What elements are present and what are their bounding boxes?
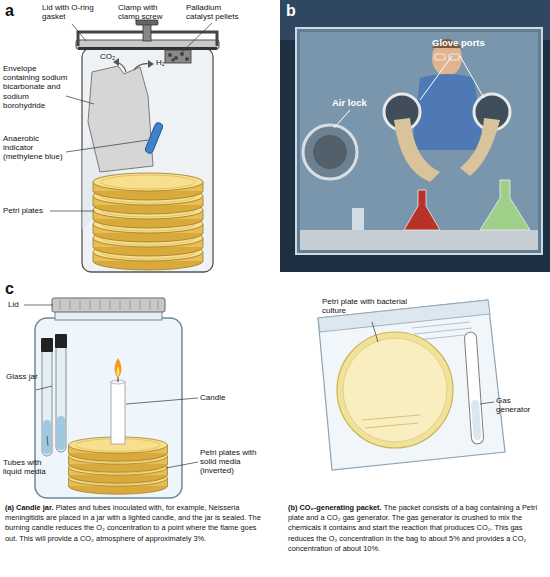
part-label: Lid with O-ring gasket	[42, 3, 100, 21]
part-label: Air lock	[332, 98, 392, 109]
part-label: Gas generator	[496, 396, 546, 414]
part-label: Glass jar	[6, 372, 52, 381]
candle-jar	[24, 298, 198, 498]
part-label: Clamp with clamp screw	[118, 3, 170, 21]
caption-heading: (a) Candle jar.	[5, 503, 53, 512]
co2-packet	[318, 300, 505, 470]
glove-box-photo	[280, 0, 550, 272]
panel-letter: c	[5, 280, 25, 298]
part-label: Petri plate with bacterial culture	[322, 297, 412, 315]
caption-heading: (b) CO₂-generating packet.	[288, 503, 382, 512]
caption-block: (b) CO₂-generating packet.The packet con…	[288, 503, 546, 554]
part-label: Tubes with liquid media	[3, 458, 59, 476]
panel-letter: b	[286, 2, 306, 20]
part-label: Petri plates	[3, 206, 53, 215]
part-label: Anaerobic indicator (methylene blue)	[3, 134, 69, 162]
part-label: Lid	[8, 300, 28, 309]
caption-block: (a) Candle jar.Plates and tubes inoculat…	[5, 503, 269, 544]
part-label: Glove ports	[432, 38, 512, 49]
anaerobic-jar	[50, 20, 219, 272]
gas-label: CO₂	[100, 52, 122, 61]
part-label: Palladium catalyst pellets	[186, 3, 248, 21]
part-label: Envelope containing sodium bicarbonate a…	[3, 64, 69, 110]
gas-label: H₂	[156, 58, 176, 67]
part-label: Candle	[200, 393, 250, 402]
part-label: Petri plates with solid media (inverted)	[200, 448, 272, 476]
panel-letter: a	[5, 2, 25, 20]
